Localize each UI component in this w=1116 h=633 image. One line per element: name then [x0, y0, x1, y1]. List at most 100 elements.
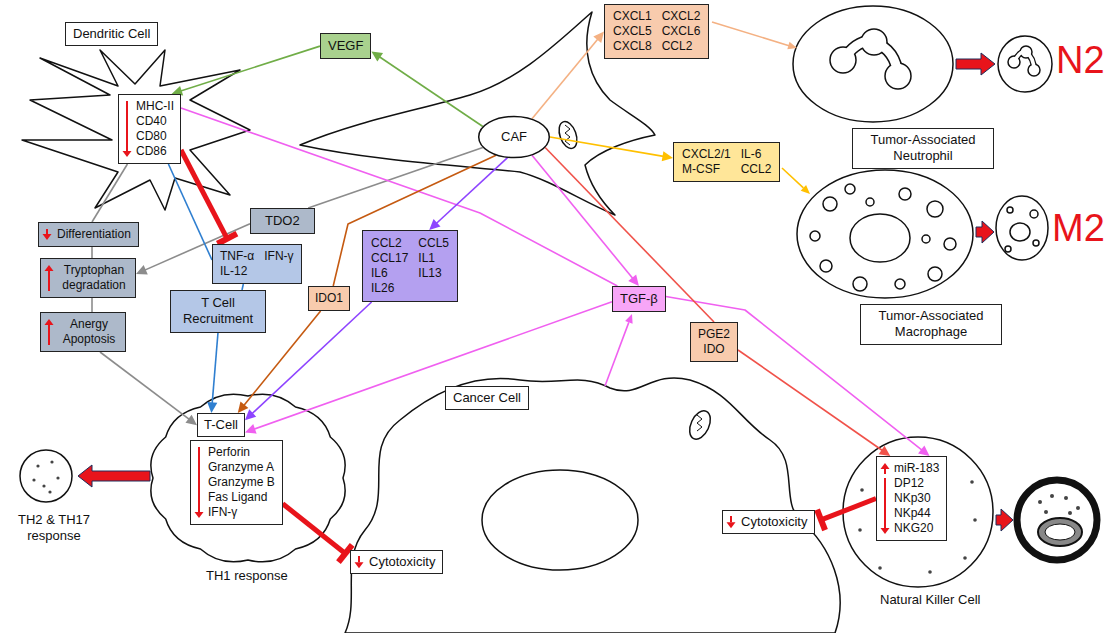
node-text: CXCL6	[662, 24, 701, 39]
cell-label-box: Tumor-Associated Neutrophil	[852, 128, 994, 169]
granule	[973, 518, 977, 522]
factor-box: IDO1	[308, 286, 350, 311]
node-text: Dendritic Cell	[73, 26, 150, 42]
node-text: Cancer Cell	[453, 390, 521, 406]
cancer-cell	[345, 378, 840, 633]
factor-box: CXCL2/1IL-6M-CSFCCL2	[673, 142, 780, 182]
dead-cell	[1017, 480, 1097, 560]
connector	[532, 32, 604, 119]
marker-box: PerforinGranzyme AGranzyme BFas LigandIF…	[190, 440, 283, 525]
arrowhead	[593, 32, 604, 43]
nucleus-outline-shape	[479, 116, 550, 157]
factor-box: T Cell Recruitment	[170, 290, 266, 333]
change-arrow-shaft	[358, 556, 360, 562]
mitochondrion-crista	[697, 415, 702, 431]
block-arrow	[956, 53, 995, 75]
vacuoles	[810, 184, 956, 291]
node-text: CCL5	[418, 236, 449, 251]
th2-cell	[20, 450, 72, 502]
arrowhead	[801, 185, 810, 194]
cell-label-box: Cancer Cell	[445, 386, 529, 410]
node-text: IL1	[418, 251, 449, 266]
connector	[92, 298, 93, 312]
node-text: PGE2	[698, 327, 730, 342]
arrowhead	[371, 51, 383, 61]
change-arrow-head	[123, 151, 132, 157]
neutrophil-nucleus	[843, 41, 898, 76]
connector-line	[379, 57, 482, 127]
node-text: Tryptophan degradation	[59, 263, 129, 293]
node-text: IDO	[698, 342, 730, 357]
factor-box: PGE2IDO	[690, 322, 738, 362]
secretion-line	[782, 168, 803, 188]
node-text: CCL2	[662, 39, 701, 54]
arrowhead	[628, 275, 639, 286]
node-text: IL-6	[741, 147, 772, 162]
vacuole	[1007, 207, 1013, 213]
effect-box: Cytotoxicity	[350, 550, 443, 574]
secretion-line	[605, 322, 629, 386]
connector	[92, 164, 127, 222]
node-text: T-Cell	[204, 417, 238, 433]
vacuole	[810, 231, 820, 241]
node-text: Granzyme A	[208, 460, 275, 475]
node-text: Fas Ligand	[208, 490, 275, 505]
connector	[532, 155, 639, 286]
node-text: Granzyme B	[208, 475, 275, 490]
secretion-line	[712, 22, 789, 46]
node-text: CXCL8	[613, 39, 652, 54]
label-text: N2	[1056, 38, 1105, 84]
dendritic-cell	[22, 50, 250, 210]
granule	[56, 476, 59, 479]
cell-label-box: Tumor-Associated Macrophage	[860, 304, 1002, 345]
change-arrow-head	[43, 234, 52, 240]
granule	[878, 566, 882, 570]
cancer-nucleus	[482, 470, 638, 570]
connector	[181, 108, 617, 286]
cell-label-box: Dendritic Cell	[65, 22, 158, 46]
change-arrow-head	[45, 319, 54, 325]
effect-box: Tryptophan degradation	[40, 258, 136, 298]
change-arrows	[40, 223, 54, 246]
connector	[168, 164, 212, 260]
granule	[963, 556, 967, 560]
granules	[1038, 494, 1080, 515]
connector	[100, 352, 197, 425]
macrophage-cell	[797, 170, 973, 298]
effect-box: Anergy Apoptosis	[40, 312, 126, 352]
connector	[550, 137, 673, 161]
secretion-arrows	[605, 22, 810, 386]
change-arrow-head	[195, 512, 204, 518]
vacuole	[1005, 246, 1011, 252]
node-text: IL13	[418, 266, 449, 281]
connector-line	[550, 137, 664, 156]
nk-cell	[843, 437, 993, 587]
connector-line	[821, 499, 876, 520]
marker-box: MHC-IICD40CD80CD86	[118, 94, 181, 164]
change-arrow-head	[727, 522, 736, 528]
vacuole	[927, 201, 943, 217]
arrowhead	[429, 219, 440, 230]
change-arrows	[42, 313, 56, 351]
granule	[1044, 510, 1048, 514]
granule	[1038, 500, 1042, 504]
node-text: CCL2	[741, 162, 772, 177]
vacuole	[1033, 240, 1039, 246]
n2-neutrophil	[998, 36, 1052, 92]
label-text: TH2 & TH17 response	[6, 512, 102, 543]
vacuole	[823, 197, 837, 211]
marker-box: miR-183DP12NKp30NKp44NKG20	[876, 456, 947, 541]
m2-macrophage	[996, 196, 1048, 260]
label-text: Natural Killer Cell	[880, 592, 980, 608]
node-text: Tumor-Associated Neutrophil	[859, 132, 987, 165]
factor-box: TDO2	[250, 208, 315, 234]
granule	[970, 480, 974, 484]
connector-line	[308, 148, 483, 209]
node-text: IDO1	[315, 291, 343, 306]
connector	[308, 148, 483, 209]
connector	[738, 350, 890, 456]
arrowhead	[787, 42, 797, 50]
node-text: CXCL2	[662, 9, 701, 24]
connector-line	[436, 158, 507, 224]
change-arrow-shaft	[198, 447, 200, 512]
